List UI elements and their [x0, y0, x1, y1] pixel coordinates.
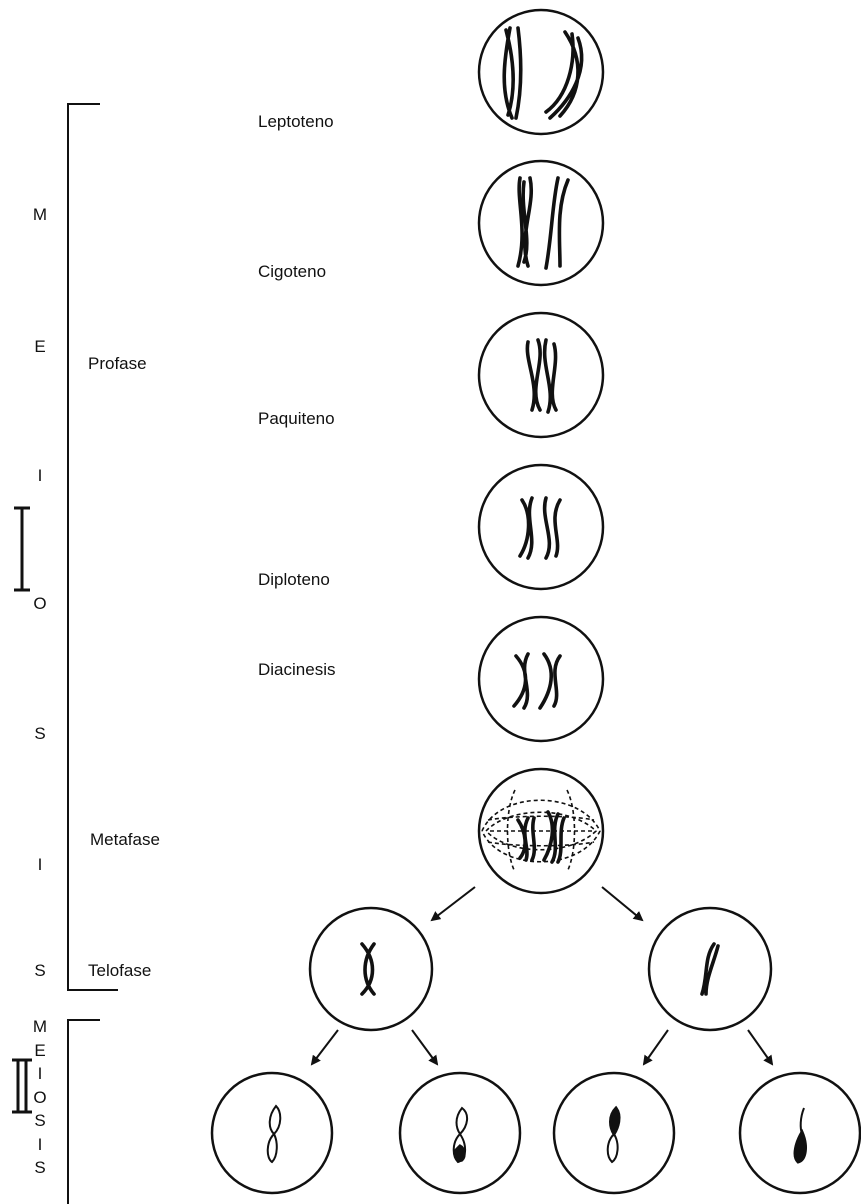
- arrow-metafase-right: [601, 886, 644, 922]
- meiosis-2-letter-i2: I: [37, 1134, 43, 1154]
- meiosis-1-letter-i: I: [37, 466, 43, 485]
- meiosis-2-numeral: [12, 1058, 32, 1114]
- meiosis-2-letter-m: M: [32, 1017, 48, 1036]
- arrow-metafase-left: [430, 886, 476, 922]
- cell-diploteno: [477, 463, 605, 591]
- meiosis-1-letter-s2: S: [34, 961, 46, 980]
- cell-diacinesis: [477, 615, 605, 743]
- substage-label-paquiteno: Paquiteno: [258, 409, 335, 428]
- meiosis-2-letter-s2: S: [34, 1158, 46, 1177]
- meiosis-2-letter-e: E: [34, 1040, 46, 1060]
- meiosis-2-letter-s: S: [34, 1111, 46, 1130]
- substage-label-diploteno: Diploteno: [258, 570, 330, 589]
- cell-meiosis2-3: [552, 1071, 676, 1195]
- cell-leptoteno: [477, 8, 605, 136]
- arrow-telofase-left-b: [411, 1029, 439, 1066]
- phase-label-telofase: Telofase: [88, 961, 152, 980]
- substage-label-leptoteno: Leptoteno: [258, 112, 334, 131]
- cell-meiosis2-1: [210, 1071, 334, 1195]
- meiosis-1-letter-m: M: [32, 205, 48, 224]
- cell-telofase-left: [308, 906, 434, 1032]
- meiosis-2-letter-i: I: [37, 1064, 43, 1083]
- phase-label-metafase: Metafase: [90, 830, 160, 849]
- meiosis-1-letter-s: S: [34, 724, 46, 743]
- meiosis-1-letter-e: E: [34, 337, 46, 356]
- meiosis-1-letter-i2: I: [37, 855, 43, 874]
- cell-meiosis2-4: [738, 1071, 861, 1195]
- meiosis-2-bracket: [67, 1019, 100, 1204]
- meiosis-1-bracket: [67, 103, 118, 991]
- arrow-telofase-right-a: [642, 1029, 669, 1066]
- meiosis-1-numeral: [14, 506, 30, 592]
- phase-label-profase: Profase: [88, 354, 147, 373]
- meiosis-2-letter-o: O: [33, 1087, 47, 1107]
- arrow-telofase-right-b: [747, 1029, 774, 1066]
- substage-label-diacinesis: Diacinesis: [258, 660, 336, 679]
- cell-metafase: [477, 767, 605, 895]
- cell-meiosis2-2: [398, 1071, 522, 1195]
- cell-telofase-right: [647, 906, 773, 1032]
- meiosis-1-letter-o: O: [33, 594, 47, 613]
- cell-paquiteno: [477, 311, 605, 439]
- cell-cigoteno: [477, 159, 605, 287]
- arrow-telofase-left-a: [310, 1029, 339, 1066]
- meiosis-2-letters: M E I O S I S: [32, 1015, 48, 1180]
- substage-label-cigoteno: Cigoteno: [258, 262, 327, 281]
